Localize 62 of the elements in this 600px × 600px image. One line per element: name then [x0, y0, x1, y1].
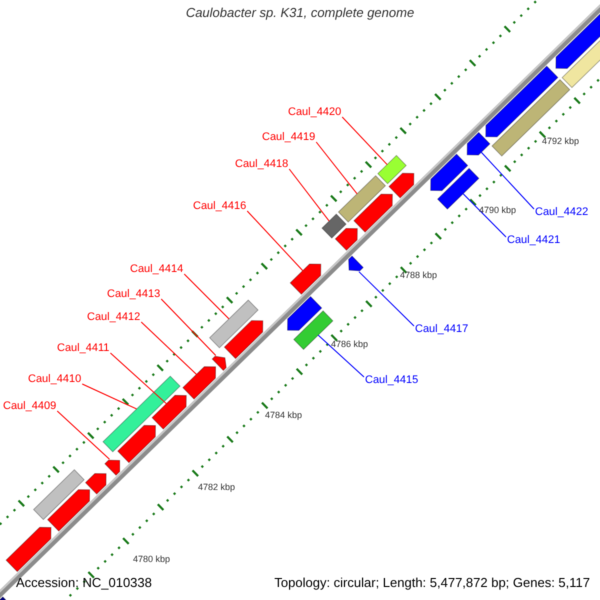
gene-feature [353, 194, 393, 233]
diagram-title: Caulobacter sp. K31, complete genome [184, 6, 416, 19]
gene-feature [224, 320, 264, 360]
leader-line [184, 274, 230, 320]
leader-line [318, 334, 364, 378]
position-label: 4790 kbp [479, 204, 516, 217]
gene-feature [84, 473, 107, 495]
gene-feature [485, 66, 558, 138]
gene-bar [33, 469, 85, 520]
position-label: 4780 kbp [133, 553, 170, 566]
gene-feature [287, 296, 322, 331]
position-label: 4788 kbp [400, 269, 438, 282]
gene-label: Caul_4422 [535, 206, 588, 219]
gene-bar [209, 299, 259, 348]
gene-bar [102, 376, 181, 452]
leader-line [56, 410, 110, 460]
leader-line [342, 116, 388, 166]
leader-line [288, 168, 330, 222]
gene-label: Caul_4410 [28, 373, 82, 386]
gene-label: Caul_4414 [130, 263, 184, 276]
gene-feature [182, 366, 216, 400]
position-label: 4792 kbp [542, 135, 580, 148]
gene-label: Caul_4415 [365, 374, 418, 387]
gene-label: Caul_4412 [87, 311, 140, 324]
gene-feature [334, 228, 358, 251]
gene-feature [104, 460, 120, 476]
gene-bar [338, 175, 386, 223]
gene-bar [437, 168, 480, 210]
gene-bar [321, 214, 347, 239]
gene-label: Caul_4421 [507, 234, 560, 247]
position-label: 4784 kbp [265, 409, 302, 422]
position-label: 4782 kbp [198, 481, 236, 494]
gene-label: Caul_4409 [3, 400, 56, 413]
leader-line [160, 298, 216, 356]
genome-summary-text: Topology: circular; Length: 5,477,872 bp; Genes: 5,117 [274, 575, 590, 590]
leader-line [316, 142, 358, 194]
accession-text: Accession: NC_010338 [16, 575, 152, 590]
gene-feature [152, 394, 187, 430]
gene-feature [290, 264, 322, 295]
leader-line [110, 352, 167, 404]
gene-label: Caul_4420 [288, 106, 342, 119]
leader-line [246, 210, 304, 272]
gene-label: Caul_4416 [193, 200, 246, 213]
gene-label: Caul_4417 [415, 323, 468, 336]
gene-feature [117, 424, 156, 464]
gene-feature [348, 255, 364, 272]
gene-label: Caul_4411 [57, 342, 110, 355]
position-label: 4786 kbp [331, 338, 368, 351]
gene-feature [388, 172, 414, 198]
gene-label: Caul_4419 [262, 131, 316, 144]
leader-line [358, 271, 414, 326]
gene-feature [6, 526, 52, 572]
gene-bar [377, 154, 407, 184]
gene-label: Caul_4413 [107, 288, 160, 301]
gene-feature [47, 489, 90, 532]
gene-label: Caul_4418 [235, 158, 288, 171]
leader-line [140, 322, 197, 375]
leader-line [480, 152, 534, 210]
gene-feature [212, 356, 227, 371]
leader-line [82, 384, 138, 410]
gene-feature [430, 154, 468, 192]
gene-feature [466, 132, 490, 156]
